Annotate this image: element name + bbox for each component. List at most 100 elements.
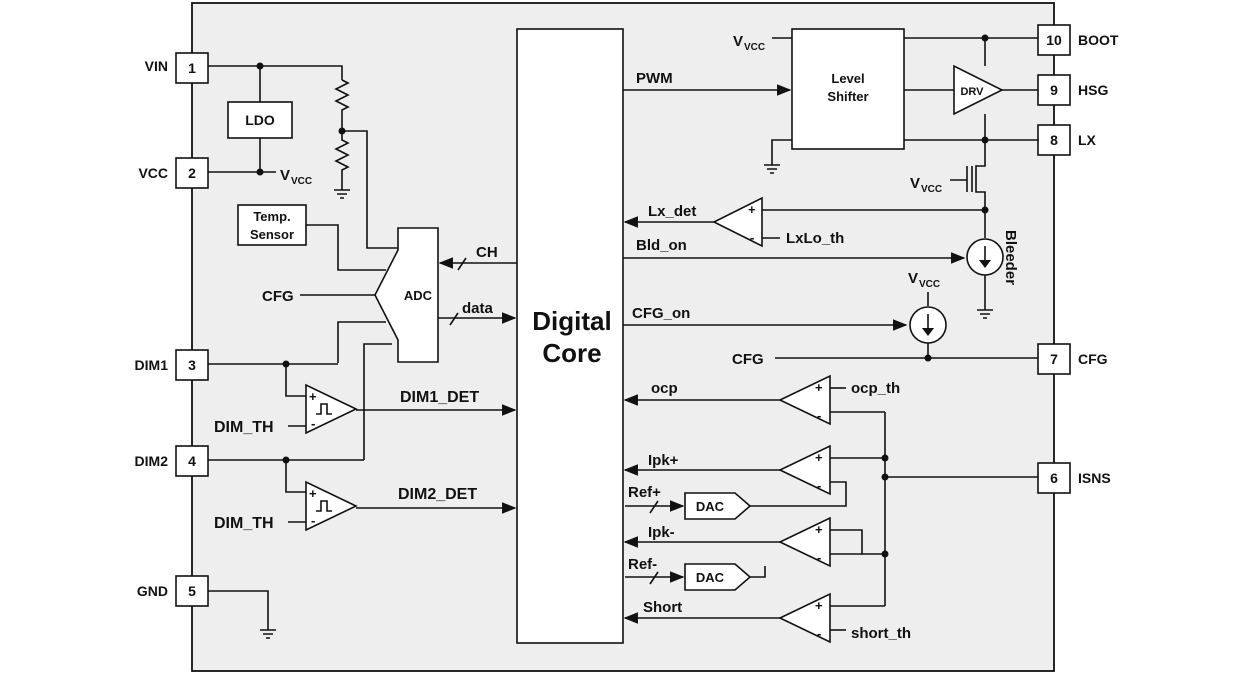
svg-text:BOOT: BOOT — [1078, 32, 1119, 48]
svg-text:ocp: ocp — [651, 380, 678, 397]
svg-text:3: 3 — [188, 357, 196, 373]
svg-text:+: + — [815, 598, 823, 613]
vcc-node: V VCC — [208, 167, 312, 187]
ldo-block: LDO — [227, 101, 293, 172]
svg-text:VCC: VCC — [921, 184, 942, 195]
svg-text:LDO: LDO — [245, 112, 275, 128]
svg-text:Level: Level — [831, 71, 864, 86]
svg-text:VCC: VCC — [919, 279, 940, 290]
svg-text:-: - — [750, 230, 754, 245]
ipk-minus-comparator: + - Ipk- — [623, 516, 889, 578]
svg-text:VCC: VCC — [744, 42, 765, 53]
svg-text:-: - — [311, 416, 315, 431]
svg-text:DRV: DRV — [960, 86, 984, 98]
svg-text:GND: GND — [137, 583, 168, 599]
gnd-path — [208, 590, 276, 639]
pin-5: 5 GND — [137, 575, 209, 607]
pin-10: 10 BOOT — [1037, 24, 1119, 56]
svg-text:ISNS: ISNS — [1078, 470, 1111, 486]
cfg-source: V VCC CFG_on CFG — [623, 270, 1038, 368]
svg-text:short_th: short_th — [851, 625, 911, 642]
svg-text:5: 5 — [188, 583, 196, 599]
svg-text:Bleeder: Bleeder — [1002, 230, 1019, 285]
pin-8: 8 LX — [1037, 124, 1097, 156]
svg-text:+: + — [815, 522, 823, 537]
svg-text:VIN: VIN — [145, 58, 168, 74]
svg-text:Ref-: Ref- — [628, 556, 657, 573]
svg-text:Ipk-: Ipk- — [648, 524, 675, 541]
svg-text:6: 6 — [1050, 470, 1058, 486]
svg-text:CH: CH — [476, 244, 498, 261]
dac-plus: DAC Ref+ — [625, 484, 752, 520]
lx-mosfet: V VCC — [910, 140, 989, 214]
svg-text:CFG: CFG — [1078, 351, 1108, 367]
svg-text:DIM2: DIM2 — [135, 453, 169, 469]
svg-text:DAC: DAC — [696, 499, 725, 514]
svg-text:Shifter: Shifter — [827, 89, 868, 104]
svg-text:Sensor: Sensor — [250, 227, 294, 242]
svg-text:V: V — [733, 33, 743, 50]
ipk-plus-comparator: + - Ipk+ — [623, 444, 889, 507]
svg-text:10: 10 — [1046, 32, 1062, 48]
svg-text:-: - — [817, 408, 821, 423]
short-comparator: + - short_th Short — [623, 592, 911, 644]
temp-sensor: Temp. Sensor — [237, 204, 386, 271]
svg-text:ADC: ADC — [404, 288, 433, 303]
svg-text:-: - — [817, 626, 821, 641]
digital-core: Digital Core — [516, 28, 624, 644]
pin-7: 7 CFG — [1037, 343, 1108, 375]
vin-network — [208, 62, 398, 249]
svg-text:HSG: HSG — [1078, 82, 1108, 98]
pin-6: 6 ISNS — [1037, 462, 1111, 494]
bleeder: Bld_on Bleeder — [623, 210, 1019, 319]
svg-text:+: + — [309, 486, 317, 501]
pin-2: 2 VCC — [138, 157, 209, 189]
lx-comparator: + - LxLo_th Lx_det — [623, 196, 985, 248]
svg-text:DIM_TH: DIM_TH — [214, 419, 274, 436]
svg-text:+: + — [309, 389, 317, 404]
pin-4: 4 DIM2 — [135, 445, 209, 477]
svg-text:DIM_TH: DIM_TH — [214, 515, 274, 532]
svg-text:LxLo_th: LxLo_th — [786, 230, 844, 247]
pin-3: 3 DIM1 — [135, 349, 209, 381]
svg-text:PWM: PWM — [636, 70, 673, 87]
svg-text:CFG: CFG — [732, 351, 764, 368]
svg-text:Temp.: Temp. — [253, 209, 290, 224]
svg-text:Ipk+: Ipk+ — [648, 452, 679, 469]
svg-text:VCC: VCC — [291, 176, 312, 187]
svg-text:9: 9 — [1050, 82, 1058, 98]
svg-text:Ref+: Ref+ — [628, 484, 661, 501]
pin-9: 9 HSG — [1037, 74, 1108, 106]
svg-text:Lx_det: Lx_det — [648, 203, 696, 220]
svg-text:7: 7 — [1050, 351, 1058, 367]
svg-text:1: 1 — [188, 60, 196, 76]
svg-text:DIM2_DET: DIM2_DET — [398, 486, 477, 503]
svg-text:DIM1_DET: DIM1_DET — [400, 389, 479, 406]
svg-text:data: data — [462, 300, 494, 317]
dim1-path: + - DIM_TH DIM1_DET — [208, 360, 517, 436]
svg-text:V: V — [280, 167, 290, 184]
level-shifter: Level Shifter PWM V VCC DRV — [623, 28, 1038, 174]
dim2-path: + - DIM_TH DIM2_DET — [208, 456, 517, 532]
svg-text:Core: Core — [542, 338, 601, 368]
svg-text:ocp_th: ocp_th — [851, 380, 900, 397]
svg-text:V: V — [910, 175, 920, 192]
svg-text:CFG: CFG — [262, 288, 294, 305]
svg-text:DIM1: DIM1 — [135, 357, 169, 373]
svg-text:Digital: Digital — [532, 306, 611, 336]
svg-text:-: - — [817, 478, 821, 493]
svg-text:LX: LX — [1078, 132, 1097, 148]
svg-text:+: + — [748, 202, 756, 217]
svg-text:-: - — [311, 513, 315, 528]
svg-text:Bld_on: Bld_on — [636, 237, 687, 254]
svg-text:V: V — [908, 270, 918, 287]
ocp-comparator: + - ocp_th ocp — [623, 374, 900, 426]
svg-text:4: 4 — [188, 453, 196, 469]
svg-text:-: - — [817, 550, 821, 565]
pin-1: 1 VIN — [145, 52, 209, 84]
svg-text:+: + — [815, 450, 823, 465]
dac-minus: DAC Ref- — [625, 556, 752, 591]
svg-text:DAC: DAC — [696, 570, 725, 585]
svg-text:2: 2 — [188, 165, 196, 181]
